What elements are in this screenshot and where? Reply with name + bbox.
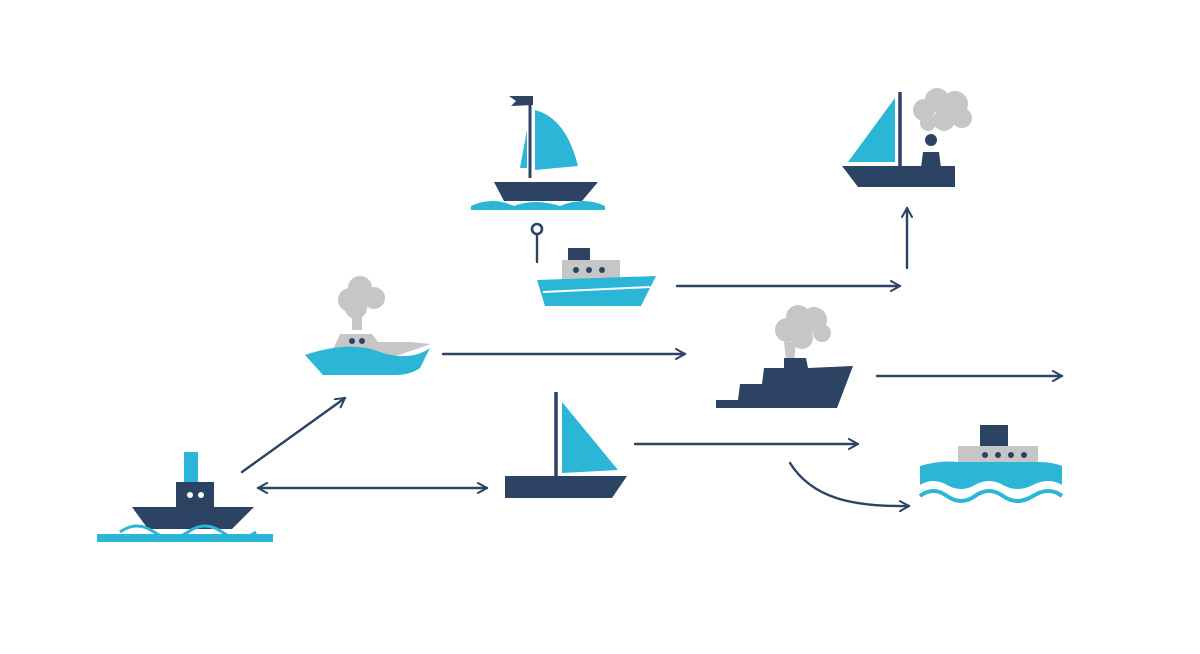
ferry-icon [537,248,656,306]
sailboat-with-smoke-icon [842,88,972,187]
arrow-tugboat-to-motorboat [240,396,347,474]
sailboat-with-flag-icon [471,96,605,210]
tugboat-icon [97,452,273,542]
warship-with-smoke-icon [716,305,853,408]
connector-hook-circle [530,222,544,236]
sailboat-icon [505,392,627,498]
arrow-curved-to-cruise-ship [788,461,911,513]
cruise-ship-icon [918,425,1064,503]
connectors [240,206,1064,513]
motorboat-with-smoke-icon [305,276,431,375]
